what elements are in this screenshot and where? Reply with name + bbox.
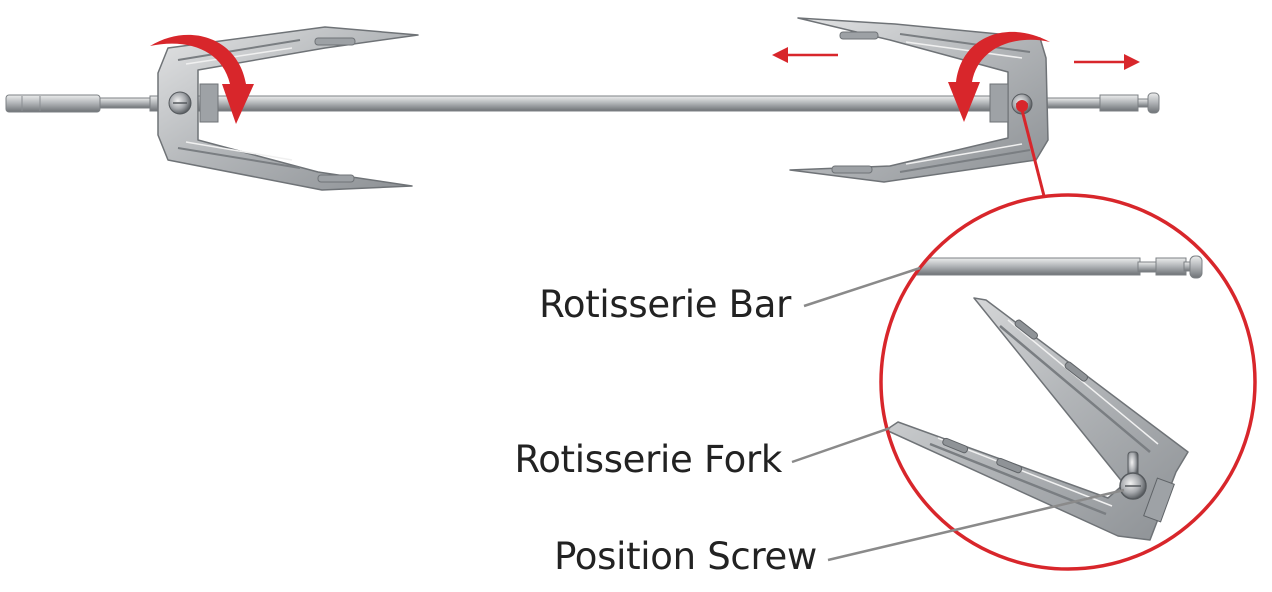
bar-tip-right <box>1029 92 1160 114</box>
label-rotisserie-bar: Rotisserie Bar <box>539 283 791 326</box>
slide-arrow-icon <box>772 47 838 63</box>
rotisserie-assembly <box>5 17 1160 191</box>
rotation-arrow-icon <box>150 34 254 125</box>
leader-line-fork <box>791 426 891 464</box>
position-screw <box>1119 451 1147 500</box>
zoom-connector-line <box>1020 109 1046 197</box>
rotation-arrow-icon <box>948 31 1050 122</box>
zoom-circle-outline <box>879 193 1257 571</box>
slide-arrow-icon <box>1074 54 1140 70</box>
rotisserie-fork-right <box>789 17 1049 183</box>
zoom-inset <box>879 193 1257 571</box>
leader-line-bar <box>803 266 921 308</box>
rotisserie-bar <box>149 95 1031 112</box>
label-rotisserie-fork: Rotisserie Fork <box>514 438 782 481</box>
leader-line-screw <box>827 488 1125 562</box>
label-position-screw: Position Screw <box>554 535 817 578</box>
bar-tip-left <box>5 94 161 113</box>
zoom-pointer-dot <box>1016 100 1028 112</box>
rotisserie-fork-left <box>157 26 419 191</box>
